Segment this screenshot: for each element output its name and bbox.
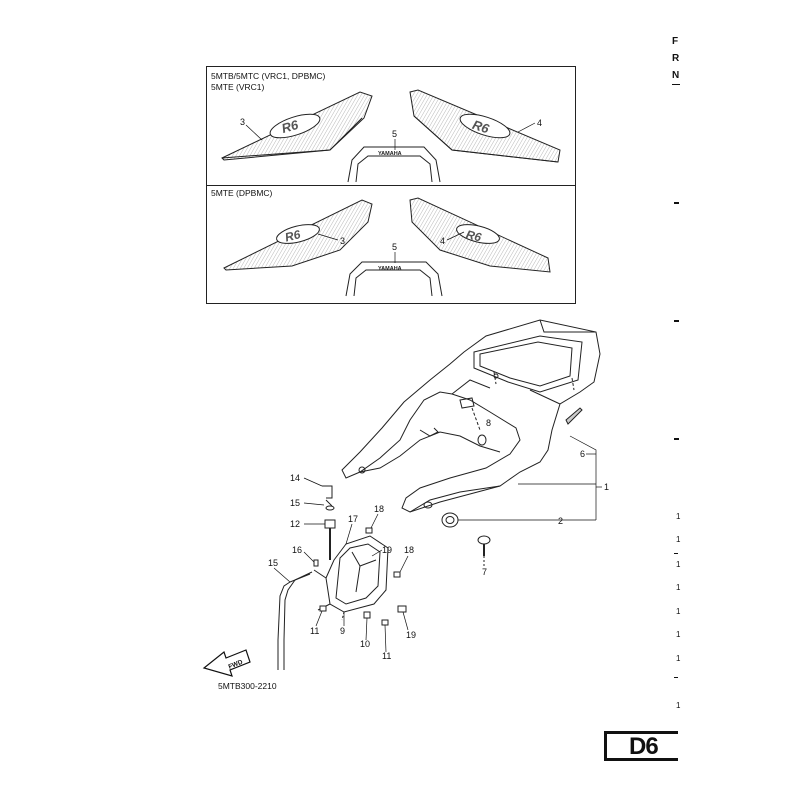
variant-inset-top: 5MTB/5MTC (VRC1, DPBMC) 5MTE (VRC1) [206,66,576,186]
edge-tick [674,677,678,678]
decal-right-top: R6 [409,89,561,163]
small-bolts [313,527,407,626]
grommet [441,512,459,528]
callout-9: 9 [340,626,345,636]
decal-right-bottom: R6 [409,197,551,273]
svg-text:R6: R6 [465,227,484,244]
decal-text-bottom: YAMAHA [378,266,402,272]
inset-top-caption-line2: 5MTE (VRC1) [211,82,265,92]
callout-11b: 11 [382,651,391,661]
inset-top-caption-line1: 5MTB/5MTC (VRC1, DPBMC) [211,71,326,81]
callout-label: 5 [392,129,397,139]
page-tag-box: D6 [604,731,678,761]
callout-16: 16 [292,545,302,555]
svg-text:R6: R6 [280,117,301,136]
edge-number: 1 [676,607,681,616]
edge-letter-r: R [672,53,680,64]
screw [477,535,491,566]
callout-8: 8 [486,418,491,428]
edge-number: 1 [676,654,681,663]
callout-18b: 18 [404,545,414,555]
callout-7: 7 [482,567,487,577]
callout-1: 1 [604,482,609,492]
callout-label: 4 [537,118,542,128]
edge-dash [674,438,679,440]
svg-text:R6: R6 [284,227,303,244]
callout-10: 10 [360,639,370,649]
edge-rule [672,84,680,85]
callout-18: 18 [374,504,384,514]
callout-13: 14 [290,473,300,483]
edge-dash [674,202,679,204]
callout-14: 15 [290,498,300,508]
callout-label: 4 [440,236,445,246]
rear-decal-top: YAMAHA [347,146,441,183]
inset-bottom-caption: 5MTE (DPBMC) [211,188,273,198]
edge-dash [674,320,679,322]
edge-number: 1 [676,535,681,544]
page-tag: D6 [629,733,659,760]
figure-code: 5MTB300-2210 [218,681,277,691]
svg-text:R6: R6 [471,117,492,137]
callout-19b: 19 [406,630,416,640]
seat-cowl [341,319,601,513]
edge-number: 1 [676,701,681,710]
edge-number: 1 [676,512,681,521]
callout-label: 5 [392,242,397,252]
edge-number: 1 [676,560,681,569]
decal-left-bottom: R6 [223,199,373,271]
decal-text: YAMAHA [378,151,402,157]
callout-11: 11 [310,626,319,636]
callout-6: 6 [580,449,585,459]
edge-letter-n: N [672,70,680,81]
decal-left-top: R6 [221,91,373,161]
seat-lock-bracket [313,535,389,621]
edge-number: 1 [676,583,681,592]
callout-label: 3 [340,236,345,246]
callout-label: 3 [240,117,245,127]
edge-number: 1 [676,630,681,639]
edge-tick [674,553,678,554]
fwd-arrow-icon: FWD [202,649,251,677]
callout-15: 15 [268,558,278,568]
cable [277,571,313,670]
callout-19: 19 [382,545,392,555]
callout-17: 17 [348,514,358,524]
callout-12: 12 [290,519,300,529]
callout-2: 2 [558,516,563,526]
rear-decal-bottom: YAMAHA [345,261,443,297]
cable-lock [322,485,336,560]
edge-letter-f: F [672,36,679,47]
